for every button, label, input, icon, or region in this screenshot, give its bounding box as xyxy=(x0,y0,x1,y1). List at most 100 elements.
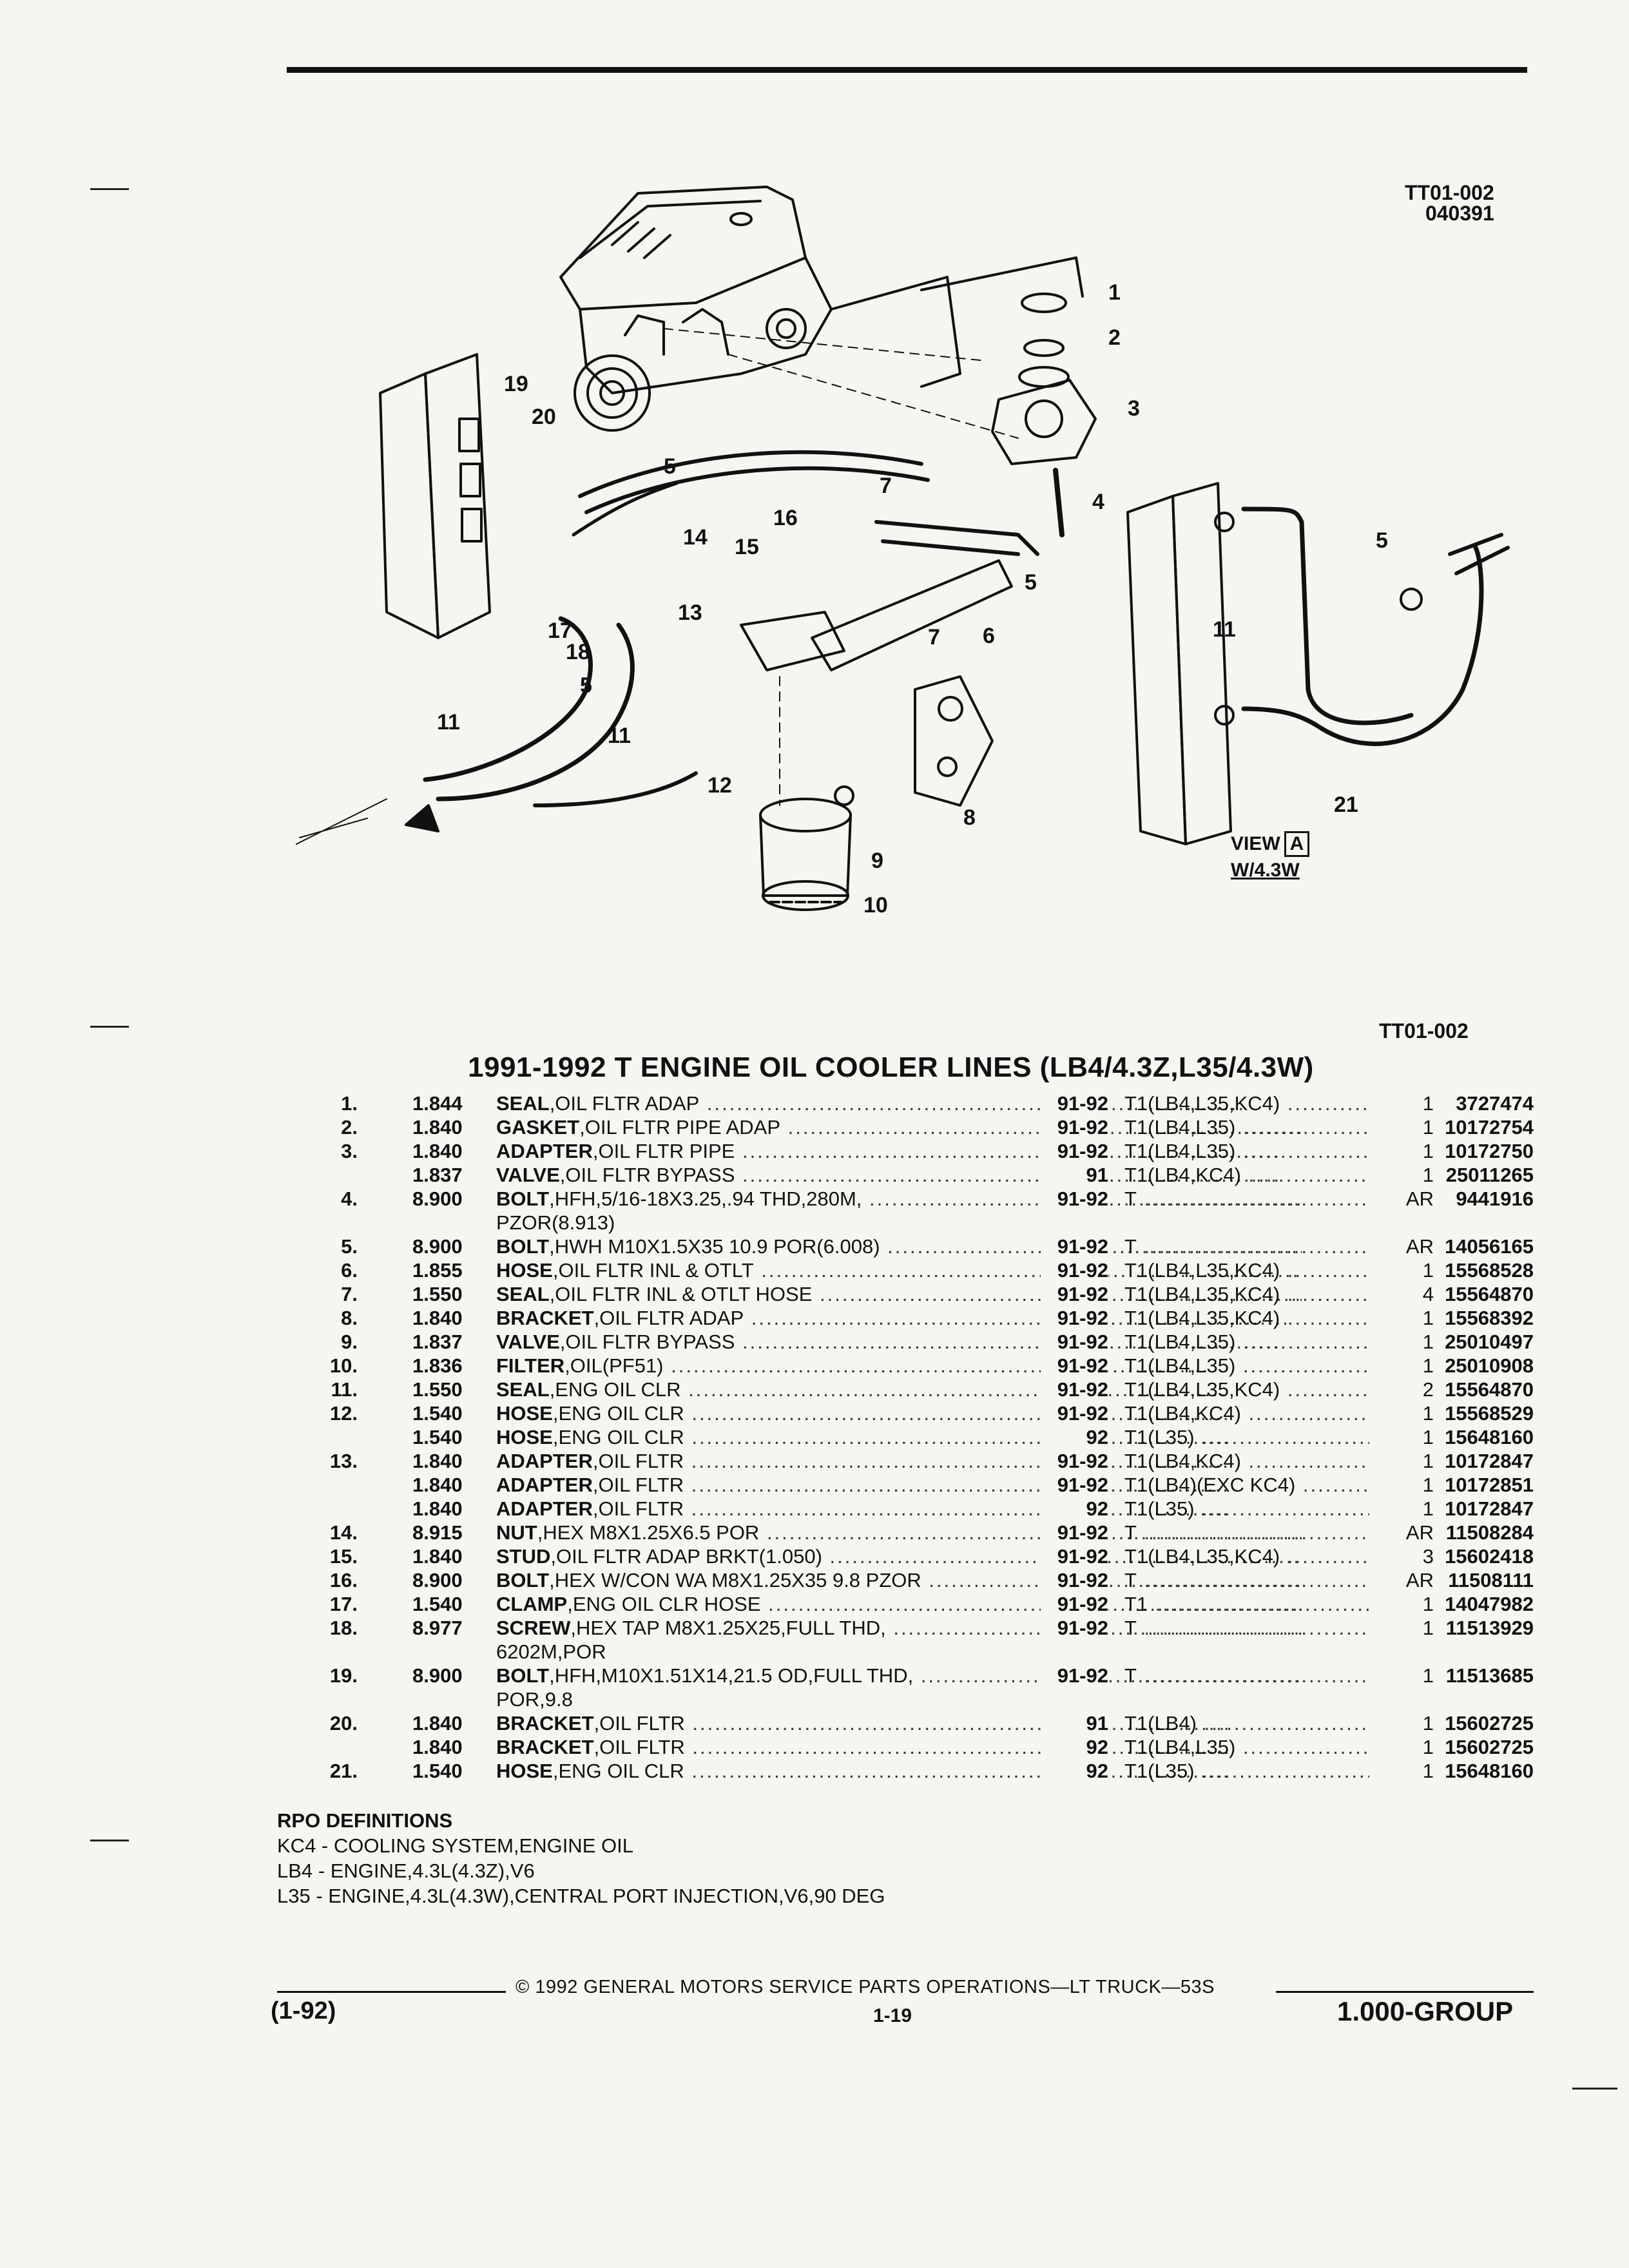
part-ref-number: 13. xyxy=(329,1450,358,1472)
svg-text:16: 16 xyxy=(773,506,798,530)
part-number: 14047982 xyxy=(1445,1593,1534,1615)
leader-dots: ........................................… xyxy=(684,1712,1231,1735)
svg-text:18: 18 xyxy=(566,640,590,664)
part-group-number: 1.840 xyxy=(412,1474,463,1496)
leader-dots: ....................................... xyxy=(1136,1664,1408,1687)
part-models: T ......................................… xyxy=(1124,1187,1408,1211)
part-description: ADAPTER,OIL FLTR .......................… xyxy=(496,1497,1302,1521)
part-number: 15568392 xyxy=(1445,1307,1534,1329)
part-description: ADAPTER,OIL FLTR .......................… xyxy=(496,1450,1302,1473)
svg-text:4: 4 xyxy=(1092,490,1104,514)
part-quantity: AR xyxy=(1369,1187,1434,1211)
part-models: T ......................................… xyxy=(1124,1569,1408,1592)
part-years: 91-92 xyxy=(1041,1617,1108,1640)
part-name: GASKET xyxy=(496,1116,580,1139)
footer-page-number: 1-19 xyxy=(873,2005,912,2026)
part-models-text: T1(LB4,L35,KC4) xyxy=(1124,1545,1280,1568)
part-models: T1(LB4,L35) ............................… xyxy=(1124,1331,1408,1354)
part-group-number: 1.550 xyxy=(412,1378,463,1401)
part-years: 91-92 xyxy=(1041,1283,1108,1306)
part-description: HOSE,ENG OIL CLR .......................… xyxy=(496,1760,1302,1783)
exploded-diagram: 1 2 3 4 5 5 5 6 7 7 8 9 10 11 11 11 12 1… xyxy=(277,161,1534,957)
svg-text:15: 15 xyxy=(735,535,759,559)
part-number: 10172847 xyxy=(1445,1450,1534,1472)
part-group-number: 8.900 xyxy=(412,1187,463,1210)
part-years: 91-92 xyxy=(1041,1378,1108,1401)
part-number: 25011265 xyxy=(1445,1164,1534,1186)
leader-dots: ........................................… xyxy=(699,1092,1246,1115)
leader-dots: ....................................... xyxy=(1136,1187,1408,1210)
rpo-item-lb4: LB4 - ENGINE,4.3L(4.3Z),V6 xyxy=(277,1860,535,1882)
part-group-number: 1.840 xyxy=(412,1116,463,1139)
part-quantity: 1 xyxy=(1369,1307,1434,1330)
leader-dots: ........................................… xyxy=(684,1426,1231,1448)
part-name: HOSE xyxy=(496,1259,553,1282)
svg-text:11: 11 xyxy=(1213,617,1236,642)
part-years: 91-92 xyxy=(1041,1307,1108,1330)
part-name: NUT xyxy=(496,1521,537,1544)
part-name: VALVE xyxy=(496,1164,560,1186)
part-years: 91 xyxy=(1041,1712,1108,1735)
part-models: T1(LB4,L35) ............................… xyxy=(1124,1354,1408,1378)
part-ref-number: 10. xyxy=(329,1354,358,1377)
part-models: T1(L35) ................................… xyxy=(1124,1426,1408,1449)
part-desc-text: ,OIL FLTR BYPASS xyxy=(559,1331,735,1353)
part-models: T1(LB4,L35) ............................… xyxy=(1124,1736,1408,1759)
part-models: T1(LB4,L35) ............................… xyxy=(1124,1140,1408,1163)
part-models-text: T1(LB4,L35) xyxy=(1124,1116,1236,1139)
part-quantity: 1 xyxy=(1369,1354,1434,1378)
part-quantity: 1 xyxy=(1369,1164,1434,1187)
part-number: 15568528 xyxy=(1445,1259,1534,1282)
part-models-text: T xyxy=(1124,1617,1137,1639)
part-models: T1(LB4,L35,KC4) ........................… xyxy=(1124,1259,1408,1282)
part-description: STUD,OIL FLTR ADAP BRKT(1.050) .........… xyxy=(496,1545,1302,1568)
part-group-number: 1.840 xyxy=(412,1307,463,1329)
part-ref-number: 8. xyxy=(341,1307,358,1329)
part-number: 3727474 xyxy=(1456,1092,1534,1115)
part-group-number: 1.855 xyxy=(412,1259,463,1282)
part-years: 91-92 xyxy=(1041,1259,1108,1282)
part-group-number: 8.900 xyxy=(412,1569,463,1591)
part-years: 91-92 xyxy=(1041,1402,1108,1425)
leader-dots: ........................................… xyxy=(759,1521,1302,1544)
page-title: 1991-1992 T ENGINE OIL COOLER LINES (LB4… xyxy=(468,1052,1314,1083)
part-models: T1(LB4,L35,KC4) ........................… xyxy=(1124,1378,1408,1401)
part-name: SEAL xyxy=(496,1378,550,1401)
part-desc-text: ,HEX M8X1.25X6.5 POR xyxy=(537,1521,760,1544)
part-number: 15564870 xyxy=(1445,1283,1534,1305)
part-models: T ......................................… xyxy=(1124,1664,1408,1687)
leader-dots: ........................................… xyxy=(680,1378,1228,1401)
leader-dots: ........................................… xyxy=(684,1474,1230,1496)
part-models-text: T xyxy=(1124,1187,1137,1210)
part-description-continued: PZOR(8.913) xyxy=(496,1211,615,1234)
binder-mark xyxy=(90,1840,129,1841)
part-name: BOLT xyxy=(496,1187,550,1210)
part-models: T1(LB4,L35,KC4) ........................… xyxy=(1124,1545,1408,1568)
part-number: 11513929 xyxy=(1445,1617,1534,1639)
part-number: 15602725 xyxy=(1445,1736,1534,1758)
part-number: 15648160 xyxy=(1445,1426,1534,1448)
view-label-text: VIEW xyxy=(1231,833,1280,854)
part-models: T1(LB4,L35) ............................… xyxy=(1124,1116,1408,1139)
part-models: T1(LB4,L35,KC4) ........................… xyxy=(1124,1283,1408,1306)
part-quantity: AR xyxy=(1369,1569,1434,1592)
part-models-text: T xyxy=(1124,1521,1137,1544)
part-name: CLAMP xyxy=(496,1593,568,1615)
part-ref-number: 15. xyxy=(329,1545,358,1568)
leader-dots: ....................................... xyxy=(1136,1235,1408,1258)
part-ref-number: 17. xyxy=(329,1593,358,1615)
part-quantity: 1 xyxy=(1369,1736,1434,1759)
leader-dots: ........................................… xyxy=(753,1259,1300,1282)
part-name: ADAPTER xyxy=(496,1450,593,1472)
part-quantity: 1 xyxy=(1369,1593,1434,1616)
